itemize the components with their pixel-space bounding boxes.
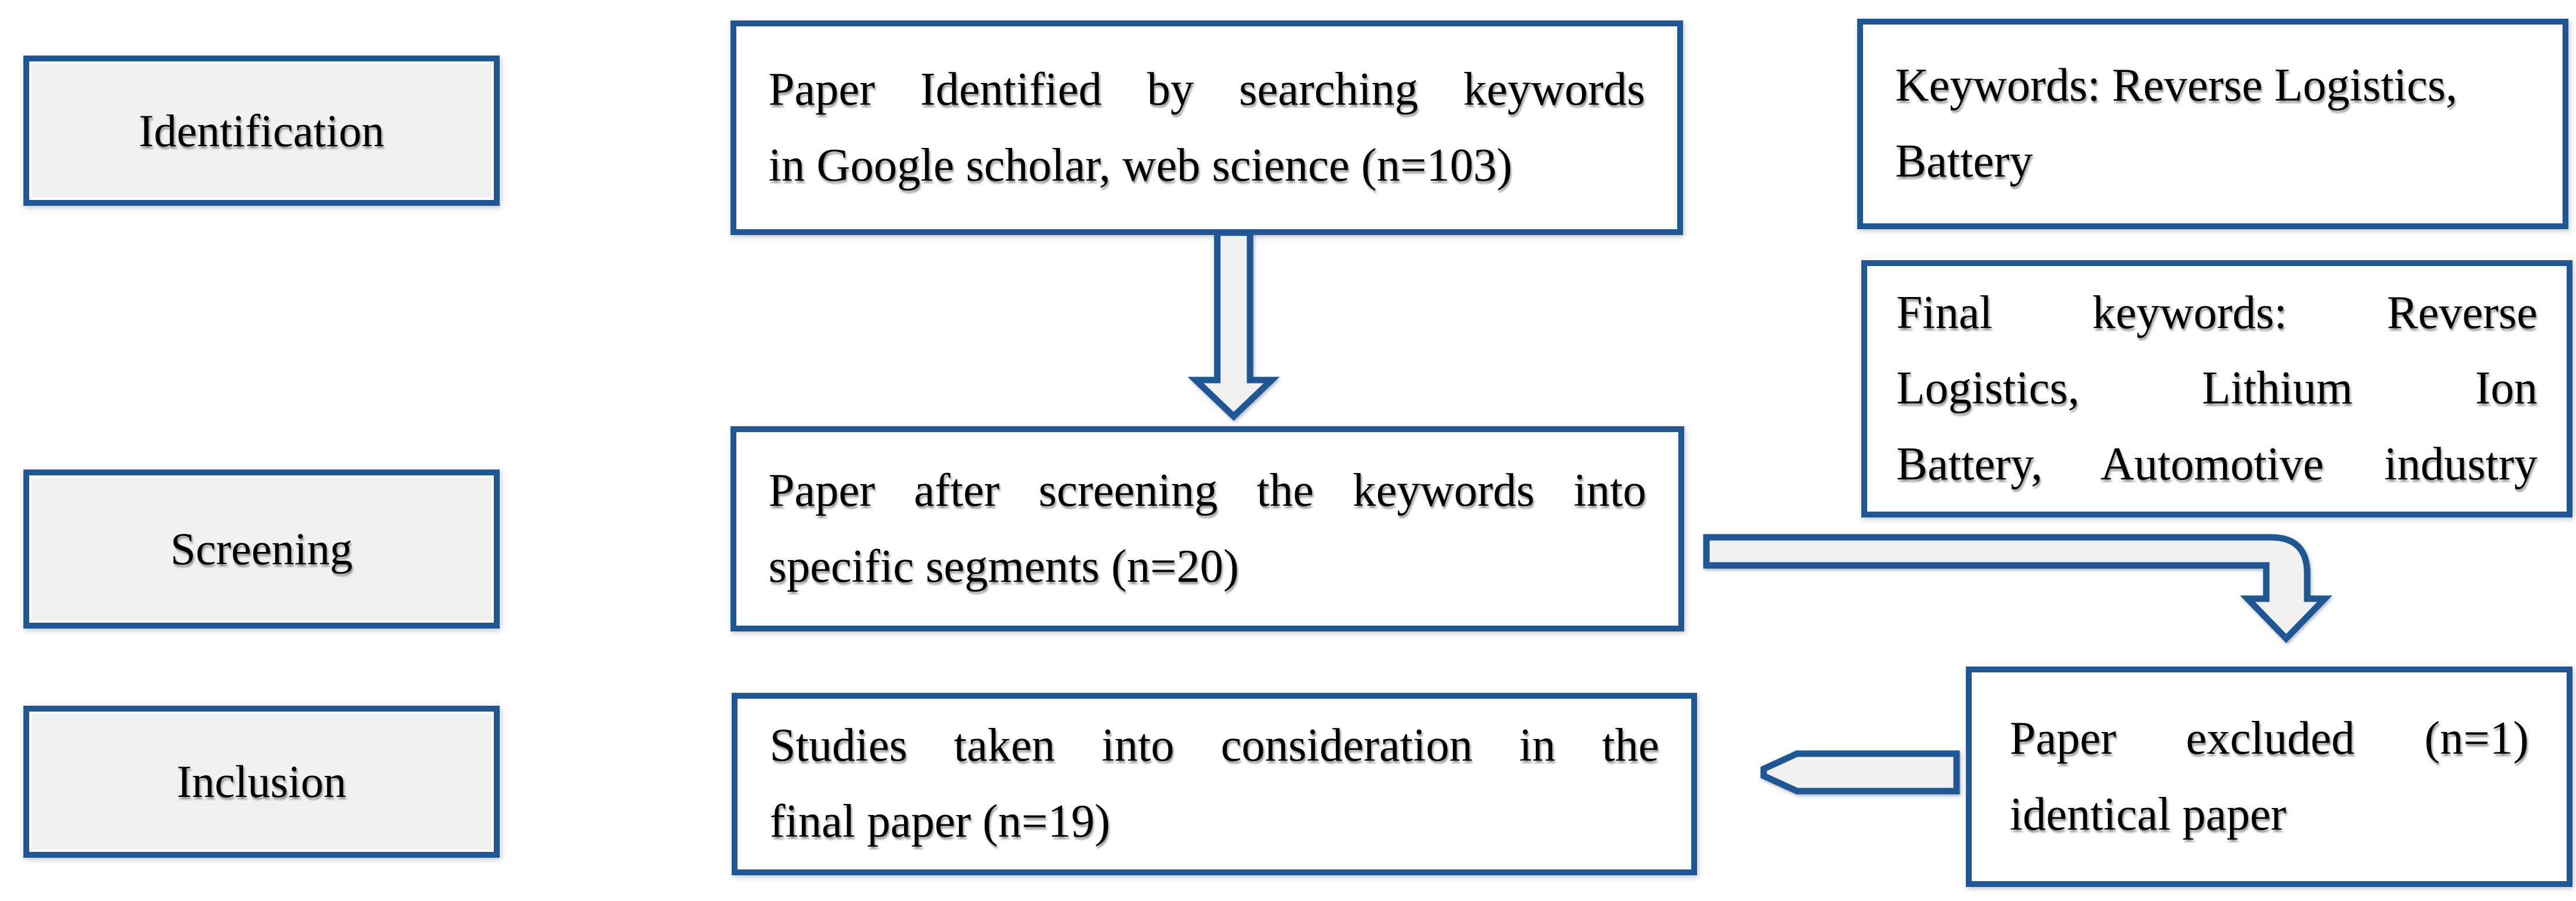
note-box-paper-excluded-text: Paper excluded (n=1) identical paper xyxy=(2010,701,2529,852)
elbow-arrow-icon xyxy=(1703,534,2333,643)
text-line: identical paper xyxy=(2010,788,2287,840)
stage-box-inclusion: Inclusion xyxy=(23,706,500,858)
text-line: Paper excluded (n=1) xyxy=(2010,712,2529,764)
flow-box-papers-screened-text: Paper after screening the keywords into … xyxy=(768,453,1646,605)
flow-box-papers-screened: Paper after screening the keywords into … xyxy=(730,426,1684,631)
text-line: Logistics, Lithium Ion xyxy=(1896,363,2537,415)
text-line: in Google scholar, web science (n=103) xyxy=(768,139,1512,191)
stage-box-identification: Identification xyxy=(23,56,500,206)
text-line: Paper after screening the keywords into xyxy=(768,464,1646,516)
text-line: Paper Identified by searching keywords xyxy=(768,63,1645,115)
flow-box-studies-included: Studies taken into consideration in the … xyxy=(732,693,1697,875)
text-line: Studies taken into consideration in the xyxy=(770,720,1659,772)
text-line: specific segments (n=20) xyxy=(768,540,1239,592)
note-box-keywords: Keywords: Reverse Logistics, Battery xyxy=(1857,19,2568,229)
flow-box-papers-identified: Paper Identified by searching keywords i… xyxy=(730,20,1683,235)
text-line: Keywords: Reverse Logistics, xyxy=(1895,60,2458,112)
text-line: Battery xyxy=(1895,136,2033,187)
stage-box-screening: Screening xyxy=(23,470,500,629)
stage-label-screening: Screening xyxy=(170,523,353,574)
stage-label-inclusion: Inclusion xyxy=(176,756,347,807)
note-box-keywords-text: Keywords: Reverse Logistics, Battery xyxy=(1895,48,2530,199)
note-box-final-keywords-text: Final keywords: Reverse Logistics, Lithi… xyxy=(1896,275,2537,503)
note-box-final-keywords: Final keywords: Reverse Logistics, Lithi… xyxy=(1861,260,2572,517)
flow-box-studies-included-text: Studies taken into consideration in the … xyxy=(770,708,1659,859)
text-line: Final keywords: Reverse xyxy=(1896,286,2537,339)
text-line: Battery, Automotive industry xyxy=(1896,438,2537,490)
left-arrow-icon xyxy=(1760,750,1960,795)
text-line: final paper (n=19) xyxy=(770,796,1110,847)
downward-arrow-icon xyxy=(1187,229,1280,421)
flow-box-papers-identified-text: Paper Identified by searching keywords i… xyxy=(768,52,1645,203)
note-box-paper-excluded: Paper excluded (n=1) identical paper xyxy=(1966,667,2572,887)
stage-label-identification: Identification xyxy=(139,105,385,156)
